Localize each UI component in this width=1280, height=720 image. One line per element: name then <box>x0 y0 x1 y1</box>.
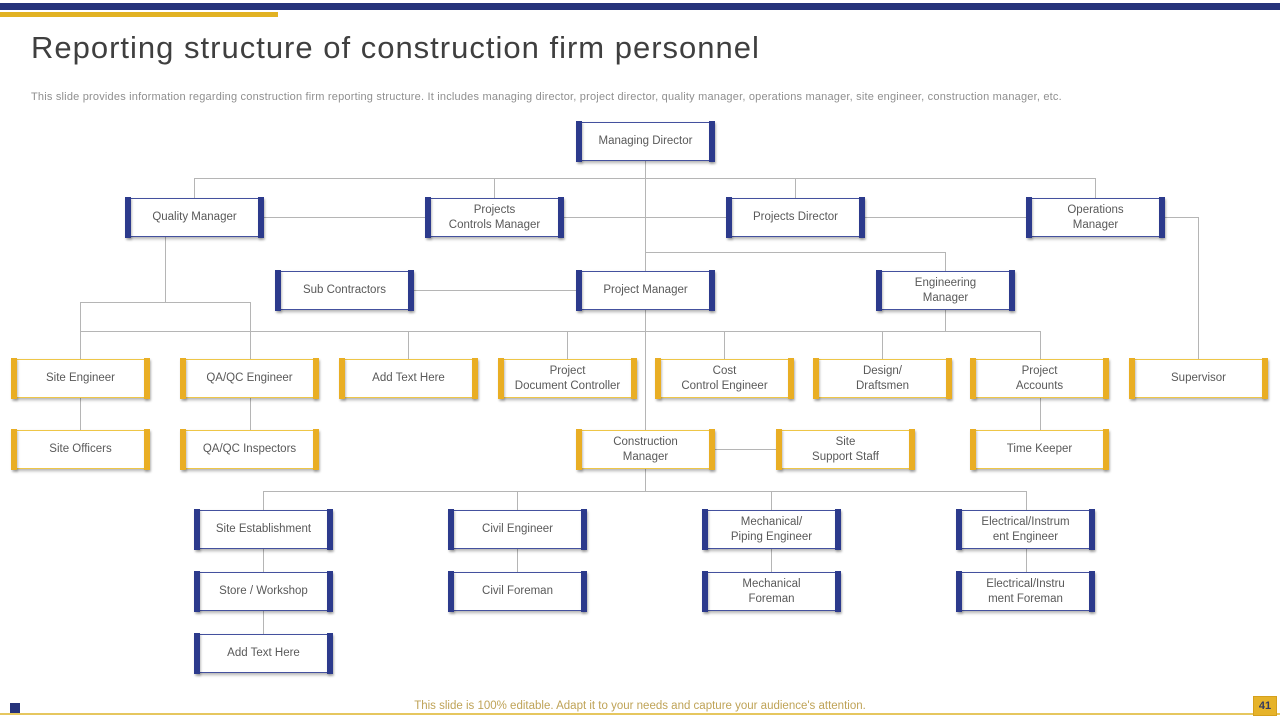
connector-line <box>771 549 772 572</box>
connector-line <box>263 491 264 510</box>
org-node-add-text-here-2[interactable]: Add Text Here <box>194 633 333 674</box>
org-node-managing-director[interactable]: Managing Director <box>576 121 715 162</box>
org-node-construction-manager[interactable]: Construction Manager <box>576 429 715 470</box>
org-node-site-officers[interactable]: Site Officers <box>11 429 150 470</box>
connector-line <box>945 310 946 331</box>
org-node-project-accounts[interactable]: Project Accounts <box>970 358 1109 399</box>
org-node-cost-control-engineer[interactable]: Cost Control Engineer <box>655 358 794 399</box>
connector-line <box>1163 217 1199 218</box>
org-node-quality-manager[interactable]: Quality Manager <box>125 197 264 238</box>
org-node-qa-qc-inspectors[interactable]: QA/QC Inspectors <box>180 429 319 470</box>
connector-line <box>263 549 264 572</box>
connector-line <box>1026 491 1027 510</box>
org-node-civil-foreman[interactable]: Civil Foreman <box>448 571 587 612</box>
org-node-site-engineer[interactable]: Site Engineer <box>11 358 150 399</box>
connector-line <box>165 237 166 302</box>
org-node-electrical-instrument-foreman[interactable]: Electrical/Instru ment Foreman <box>956 571 1095 612</box>
connector-line <box>262 217 427 218</box>
connector-line <box>494 178 495 198</box>
connector-line <box>80 331 1040 332</box>
connector-line <box>517 549 518 572</box>
org-node-site-support-staff[interactable]: Site Support Staff <box>776 429 915 470</box>
connector-line <box>408 331 409 359</box>
org-node-project-document-controller[interactable]: Project Document Controller <box>498 358 637 399</box>
org-node-store-workshop[interactable]: Store / Workshop <box>194 571 333 612</box>
connector-line <box>517 491 518 510</box>
connector-line <box>563 217 728 218</box>
bottom-gold-line <box>0 713 1280 715</box>
connector-line <box>645 310 646 430</box>
org-node-design-draftsmen[interactable]: Design/ Draftsmen <box>813 358 952 399</box>
connector-line <box>263 491 1026 492</box>
connector-line <box>250 302 251 359</box>
connector-line <box>724 331 725 359</box>
connector-line <box>1026 549 1027 572</box>
connector-line <box>194 178 1096 179</box>
org-node-electrical-instrument-engineer[interactable]: Electrical/Instrum ent Engineer <box>956 509 1095 550</box>
org-node-engineering-manager[interactable]: Engineering Manager <box>876 270 1015 311</box>
page-subtitle: This slide provides information regardin… <box>31 91 1062 103</box>
org-node-project-manager[interactable]: Project Manager <box>576 270 715 311</box>
connector-line <box>1040 398 1041 430</box>
page-number-badge: 41 <box>1253 696 1277 716</box>
connector-line <box>713 449 778 450</box>
org-node-projects-director[interactable]: Projects Director <box>726 197 865 238</box>
org-node-projects-controls-manager[interactable]: Projects Controls Manager <box>425 197 564 238</box>
connector-line <box>645 469 646 491</box>
org-node-mechanical-piping-engineer[interactable]: Mechanical/ Piping Engineer <box>702 509 841 550</box>
org-node-supervisor[interactable]: Supervisor <box>1129 358 1268 399</box>
connector-line <box>263 611 264 634</box>
connector-line <box>1040 331 1041 359</box>
org-node-sub-contractors[interactable]: Sub Contractors <box>275 270 414 311</box>
footer-navy-square <box>10 703 20 713</box>
connector-line <box>863 217 1028 218</box>
connector-line <box>80 398 81 430</box>
connector-line <box>250 398 251 430</box>
top-gold-accent-bar <box>0 12 278 17</box>
org-node-time-keeper[interactable]: Time Keeper <box>970 429 1109 470</box>
org-node-add-text-here-1[interactable]: Add Text Here <box>339 358 478 399</box>
org-node-civil-engineer[interactable]: Civil Engineer <box>448 509 587 550</box>
connector-line <box>795 178 796 198</box>
connector-line <box>80 302 81 359</box>
org-node-operations-manager[interactable]: Operations Manager <box>1026 197 1165 238</box>
connector-line <box>412 290 578 291</box>
connector-line <box>194 178 195 198</box>
top-navy-accent-bar <box>0 3 1280 10</box>
connector-line <box>645 252 945 253</box>
connector-line <box>645 161 646 271</box>
footer-note: This slide is 100% editable. Adapt it to… <box>414 700 866 712</box>
connector-line <box>945 252 946 271</box>
connector-line <box>771 491 772 510</box>
connector-line <box>567 331 568 359</box>
org-node-mechanical-foreman[interactable]: Mechanical Foreman <box>702 571 841 612</box>
connector-line <box>80 302 250 303</box>
connector-line <box>1198 217 1199 359</box>
connector-line <box>1095 178 1096 198</box>
connector-line <box>882 331 883 359</box>
org-node-qa-qc-engineer[interactable]: QA/QC Engineer <box>180 358 319 399</box>
page-title: Reporting structure of construction firm… <box>31 30 760 65</box>
org-node-site-establishment[interactable]: Site Establishment <box>194 509 333 550</box>
